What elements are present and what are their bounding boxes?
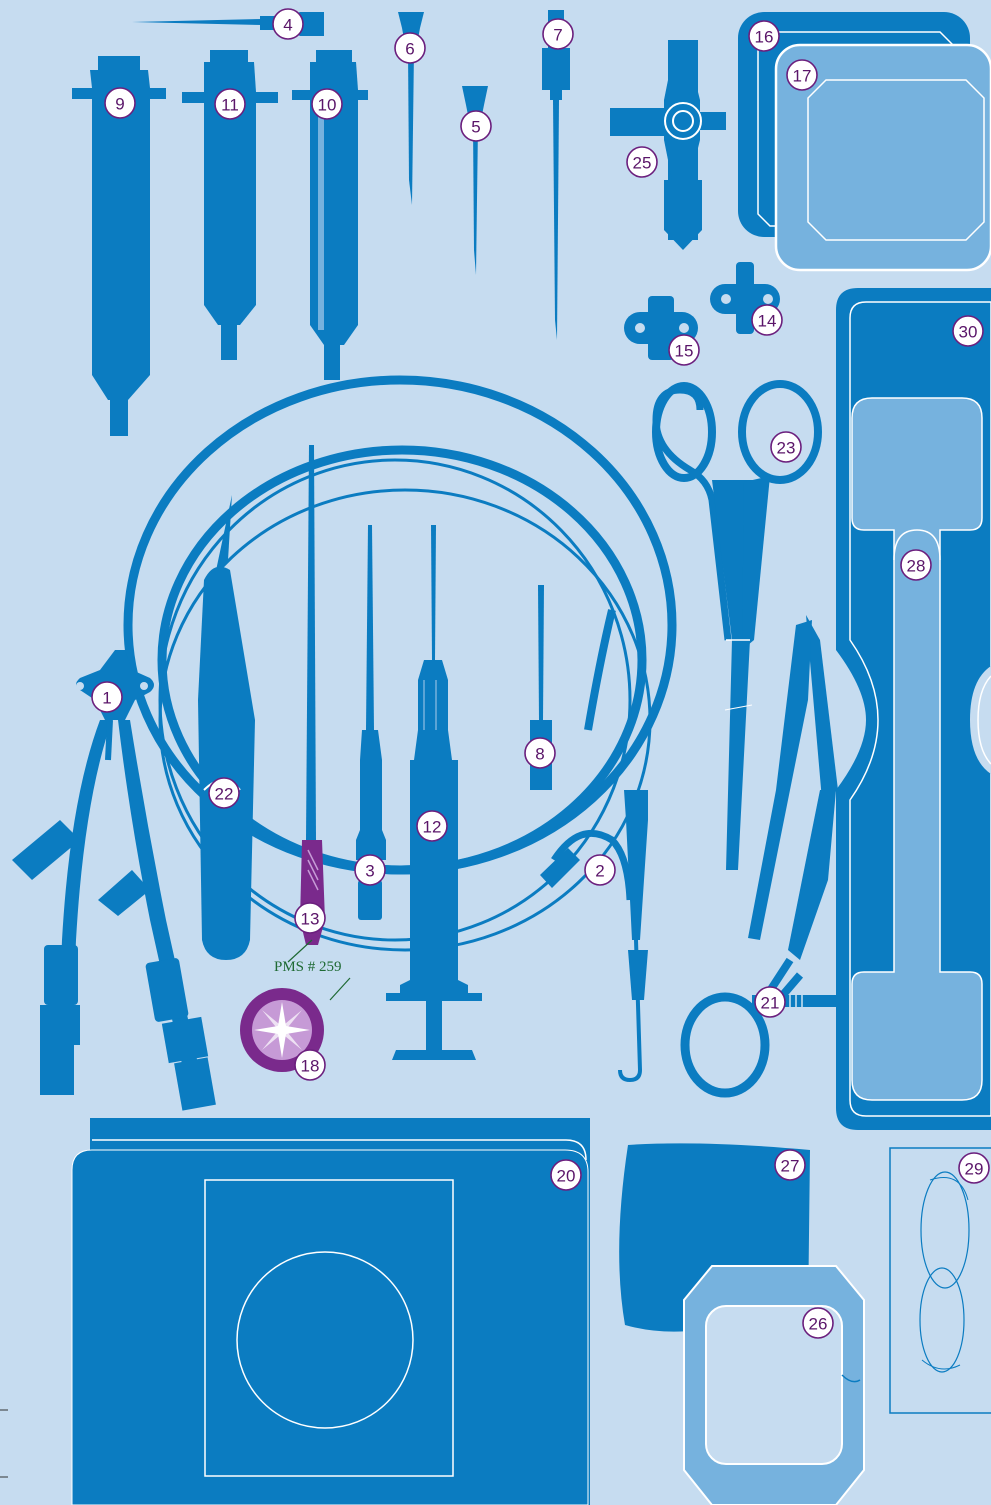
callout-number: 5 (471, 118, 480, 137)
callout-number: 14 (758, 312, 777, 331)
callout-2: 2 (585, 855, 615, 885)
callout-number: 15 (675, 342, 694, 361)
callout-17: 17 (787, 60, 817, 90)
syringe-12 (386, 525, 482, 1060)
callout-22: 22 (209, 778, 239, 808)
callout-28: 28 (901, 550, 931, 580)
stopcock-25 (610, 40, 726, 250)
callout-3: 3 (355, 855, 385, 885)
callout-number: 25 (633, 154, 652, 173)
callout-9: 9 (105, 88, 135, 118)
callout-number: 2 (595, 862, 604, 881)
callout-number: 11 (221, 96, 239, 115)
callout-15: 15 (669, 335, 699, 365)
callout-number: 23 (777, 439, 796, 458)
guidewire-advancer-2 (540, 790, 648, 1080)
callout-number: 16 (755, 28, 774, 47)
callout-number: 8 (535, 745, 544, 764)
edge-tick-marks (0, 1410, 8, 1477)
callout-number: 22 (215, 785, 234, 804)
callout-23: 23 (771, 432, 801, 462)
callout-27: 27 (775, 1150, 805, 1180)
callout-number: 13 (301, 910, 320, 929)
callout-4: 4 (273, 9, 303, 39)
callout-number: 3 (365, 862, 374, 881)
callout-13: 13 (295, 903, 325, 933)
callout-20: 20 (551, 1160, 581, 1190)
callout-6: 6 (395, 33, 425, 63)
drape-20 (72, 1118, 590, 1505)
needle-driver-21 (685, 615, 838, 1093)
callout-18: 18 (295, 1050, 325, 1080)
callout-11: 11 (215, 89, 245, 119)
pms-color-label: PMS # 259 (274, 959, 342, 975)
callout-number: 6 (405, 40, 414, 59)
callout-12: 12 (417, 811, 447, 841)
callout-1: 1 (92, 682, 122, 712)
callout-10: 10 (312, 89, 342, 119)
callout-number: 20 (557, 1167, 576, 1186)
transparent-dressing-26 (684, 1266, 864, 1505)
callout-number: 21 (761, 994, 780, 1013)
suture-pack-29 (890, 1148, 991, 1413)
callout-number: 7 (553, 26, 562, 45)
callout-number: 12 (423, 818, 442, 837)
callout-number: 27 (781, 1157, 800, 1176)
callout-number: 9 (115, 95, 124, 114)
callout-5: 5 (461, 111, 491, 141)
catheter-1 (12, 650, 216, 1111)
scalpel-handle-13 (300, 445, 325, 945)
callout-16: 16 (749, 21, 779, 51)
callout-29: 29 (959, 1153, 989, 1183)
callout-number: 18 (301, 1057, 320, 1076)
needle-7 (542, 10, 570, 340)
callout-21: 21 (755, 987, 785, 1017)
callout-number: 4 (283, 16, 292, 35)
callout-number: 29 (965, 1160, 984, 1179)
callout-8: 8 (525, 738, 555, 768)
callout-number: 26 (809, 1315, 828, 1334)
scalpel-22 (198, 495, 255, 960)
callout-26: 26 (803, 1308, 833, 1338)
callout-number: 17 (793, 67, 812, 86)
callout-30: 30 (953, 316, 983, 346)
callout-25: 25 (627, 147, 657, 177)
callout-number: 30 (959, 323, 978, 342)
callout-7: 7 (543, 19, 573, 49)
callout-number: 10 (318, 96, 337, 115)
callout-number: 28 (907, 557, 926, 576)
callout-number: 1 (102, 689, 111, 708)
callout-14: 14 (752, 305, 782, 335)
